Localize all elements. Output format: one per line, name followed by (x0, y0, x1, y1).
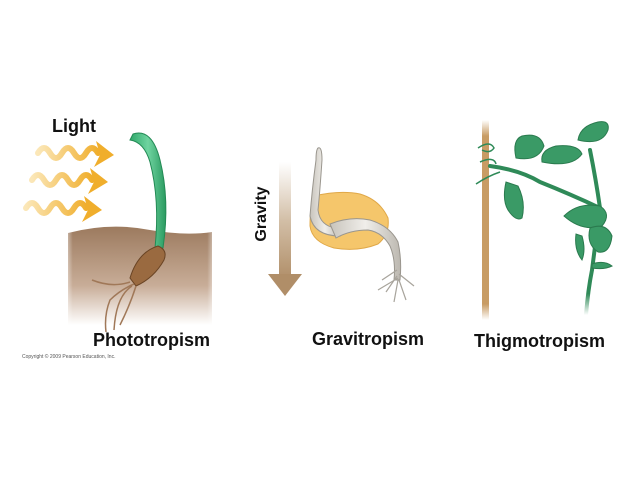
leaves (503, 121, 613, 270)
thigmotropism-caption: Thigmotropism (474, 331, 605, 351)
thigmotropism-illustration (475, 120, 613, 320)
root-hairs (377, 269, 415, 303)
phototropism-caption: Phototropism (93, 330, 210, 350)
gravity-label: Gravity (253, 186, 270, 242)
copyright-text: Copyright © 2009 Pearson Education, Inc. (22, 354, 116, 360)
light-rays-icon (23, 141, 114, 222)
support-stake (482, 120, 489, 320)
gravitropism-caption: Gravitropism (312, 329, 425, 349)
gravity-arrow-icon (268, 162, 302, 296)
seed-base (129, 245, 166, 287)
phototropism-panel: Light Phototropism Copyright © 2009 Pear… (0, 100, 230, 370)
gravitropism-panel: Gravity Gravitropism (230, 130, 450, 360)
light-label: Light (52, 116, 96, 136)
thigmotropism-panel: Thigmotropism (460, 110, 640, 360)
tendrils (475, 143, 501, 185)
roots (91, 279, 137, 333)
gravitropism-illustration (268, 147, 415, 303)
stems (488, 148, 602, 317)
phototropism-illustration (23, 132, 220, 333)
